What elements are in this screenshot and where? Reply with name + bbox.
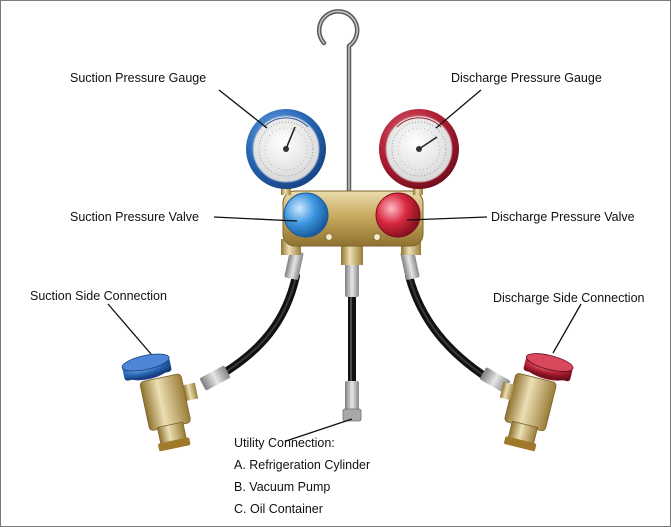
- leader-suction-connection: [107, 303, 152, 355]
- utility-item-oil-container: C. Oil Container: [234, 502, 323, 516]
- leader-lines: [107, 89, 582, 442]
- discharge-pressure-gauge: [379, 109, 459, 189]
- utility-item-refrigeration-cylinder: A. Refrigeration Cylinder: [234, 458, 371, 472]
- discharge-valve-knob: [375, 192, 421, 238]
- discharge-hose: [405, 272, 493, 383]
- suction-valve-knob: [283, 192, 329, 238]
- suction-gauge-label: Suction Pressure Gauge: [70, 71, 207, 85]
- suction-side-coupler: [121, 353, 199, 452]
- hanging-hook: [316, 9, 360, 199]
- suction-connection-label: Suction Side Connection: [30, 289, 167, 303]
- suction-pressure-gauge: [246, 109, 326, 189]
- utility-hose: [348, 296, 356, 386]
- suction-hose: [215, 272, 300, 380]
- discharge-side-coupler: [499, 353, 574, 452]
- suction-valve-label: Suction Pressure Valve: [70, 210, 199, 224]
- utility-connection-title: Utility Connection:: [234, 436, 335, 450]
- leader-utility-connection: [285, 418, 353, 442]
- utility-item-vacuum-pump: B. Vacuum Pump: [234, 480, 331, 494]
- discharge-connection-label: Discharge Side Connection: [493, 291, 645, 305]
- utility-connection-list: Utility Connection: A. Refrigeration Cyl…: [234, 436, 370, 524]
- leader-discharge-connection: [552, 303, 582, 354]
- leader-discharge-gauge: [435, 89, 482, 129]
- hose-fittings: [200, 250, 510, 422]
- leader-suction-gauge: [218, 89, 268, 129]
- leader-discharge-valve: [406, 216, 488, 221]
- discharge-valve-label: Discharge Pressure Valve: [491, 210, 635, 224]
- discharge-gauge-label: Discharge Pressure Gauge: [451, 71, 602, 85]
- leader-suction-valve: [213, 216, 298, 222]
